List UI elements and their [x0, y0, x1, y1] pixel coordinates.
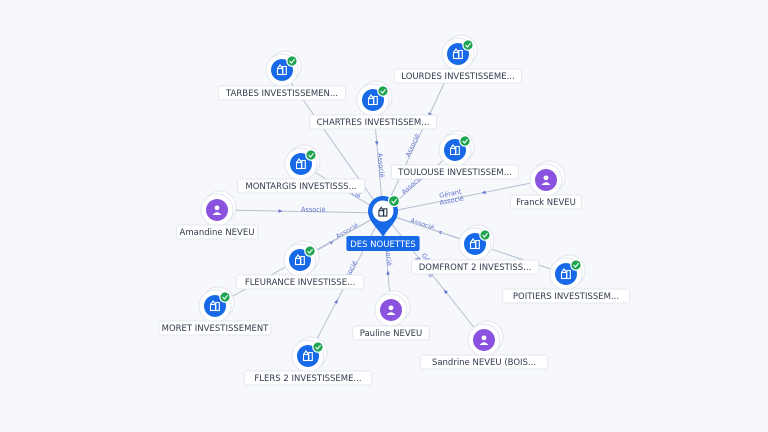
node-label-box — [236, 178, 366, 194]
node-label-box — [352, 325, 430, 341]
node-label-box — [217, 85, 347, 101]
building-icon — [367, 94, 378, 106]
person-icon — [541, 175, 551, 186]
edge-arrow-icon — [481, 190, 486, 195]
edge-arrow-icon — [444, 289, 448, 295]
building-icon — [295, 158, 306, 170]
node-label: Sandrine NEVEU (BOIS... — [432, 358, 536, 368]
node-label-box — [243, 370, 373, 386]
node-label: FLEURANCE INVESTISSE... — [245, 278, 355, 288]
building-icon — [449, 144, 460, 156]
node-domfront[interactable]: DOMFRONT 2 INVESTISS... — [410, 224, 540, 275]
node-tarbes[interactable]: TARBES INVESTISSEMEN... — [217, 50, 347, 101]
node-sandrine[interactable]: Sandrine NEVEU (BOIS... — [419, 320, 549, 370]
node-label-box — [419, 354, 549, 370]
node-label-box — [158, 320, 272, 336]
verified-check-icon — [377, 85, 389, 97]
node-lourdes[interactable]: LOURDES INVESTISSEME... — [393, 34, 523, 84]
building-icon — [276, 64, 287, 76]
node-label: TARBES INVESTISSEMEN... — [225, 89, 338, 99]
node-label: DOMFRONT 2 INVESTISS... — [419, 263, 531, 273]
verified-check-icon — [387, 194, 401, 208]
node-label-box — [235, 274, 365, 290]
edge-label: Associé — [383, 241, 393, 266]
edge-label: Associé — [301, 206, 326, 214]
edge-label: Associé — [404, 133, 422, 159]
person-icon — [479, 335, 489, 346]
verified-check-icon — [570, 259, 582, 271]
node-label-box — [175, 224, 259, 240]
node-label: LOURDES INVESTISSEME... — [401, 72, 514, 82]
node-montargis[interactable]: MONTARGIS INVESTISSS... — [236, 144, 366, 194]
node-moret[interactable]: MORET INVESTISSEMENT — [158, 286, 272, 336]
node-label: MONTARGIS INVESTISSS... — [245, 182, 356, 192]
node-label: TOULOUSE INVESTISSEM... — [397, 168, 512, 178]
node-flers[interactable]: FLERS 2 INVESTISSEME... — [243, 336, 373, 386]
node-label-box — [390, 164, 520, 180]
building-icon — [378, 206, 388, 217]
node-label-box — [308, 114, 438, 130]
building-icon — [452, 48, 463, 60]
node-pauline[interactable]: Pauline NEVEU — [352, 290, 430, 341]
verified-check-icon — [479, 229, 491, 241]
node-franck[interactable]: Franck NEVEU — [509, 160, 582, 210]
building-icon — [302, 350, 313, 362]
verified-check-icon — [312, 341, 324, 353]
edge-line — [382, 212, 485, 341]
edge-arrow-icon — [278, 209, 283, 213]
verified-check-icon — [219, 291, 231, 303]
verified-check-icon — [305, 149, 317, 161]
verified-check-icon — [286, 55, 298, 67]
center-label-box — [346, 236, 420, 251]
building-icon — [469, 238, 480, 250]
edge-arrow-icon — [386, 270, 390, 275]
person-icon — [212, 205, 222, 216]
verified-check-icon — [304, 245, 316, 257]
node-label-box — [501, 288, 631, 304]
center-node[interactable]: DES NOUETTES — [346, 194, 420, 252]
node-label: Franck NEVEU — [516, 198, 576, 208]
building-icon — [209, 300, 220, 312]
node-label-box — [393, 68, 523, 84]
node-label-box — [410, 259, 540, 275]
edge-arrow-icon — [334, 299, 338, 304]
node-label: POITIERS INVESTISSEM... — [513, 292, 619, 302]
edge-label: Associé — [376, 153, 386, 178]
node-poitiers[interactable]: POITIERS INVESTISSEM... — [501, 254, 631, 304]
node-chartres[interactable]: CHARTRES INVESTISSEM... — [308, 80, 438, 130]
node-label: Amandine NEVEU — [180, 228, 255, 238]
node-fleurance[interactable]: FLEURANCE INVESTISSE... — [235, 240, 365, 290]
nodes-layer: TARBES INVESTISSEMEN... LOURDES INVESTISS… — [158, 34, 631, 386]
person-icon — [386, 305, 396, 316]
node-label: FLERS 2 INVESTISSEME... — [254, 374, 361, 384]
edge-amandine: Associé — [216, 206, 384, 214]
node-toulouse[interactable]: TOULOUSE INVESTISSEM... — [390, 130, 520, 180]
node-label: MORET INVESTISSEMENT — [162, 324, 270, 334]
node-label-box — [509, 194, 582, 210]
center-label: DES NOUETTES — [350, 240, 416, 250]
building-icon — [294, 254, 305, 266]
verified-check-icon — [459, 135, 471, 147]
edge-line — [382, 179, 547, 214]
building-icon — [560, 268, 571, 280]
edge-arrow-icon — [374, 141, 379, 146]
verified-check-icon — [462, 39, 474, 51]
node-amandine[interactable]: Amandine NEVEU — [175, 190, 259, 240]
node-label: CHARTRES INVESTISSEM... — [317, 118, 430, 128]
edge-line — [216, 209, 384, 214]
node-label: Pauline NEVEU — [360, 329, 423, 339]
